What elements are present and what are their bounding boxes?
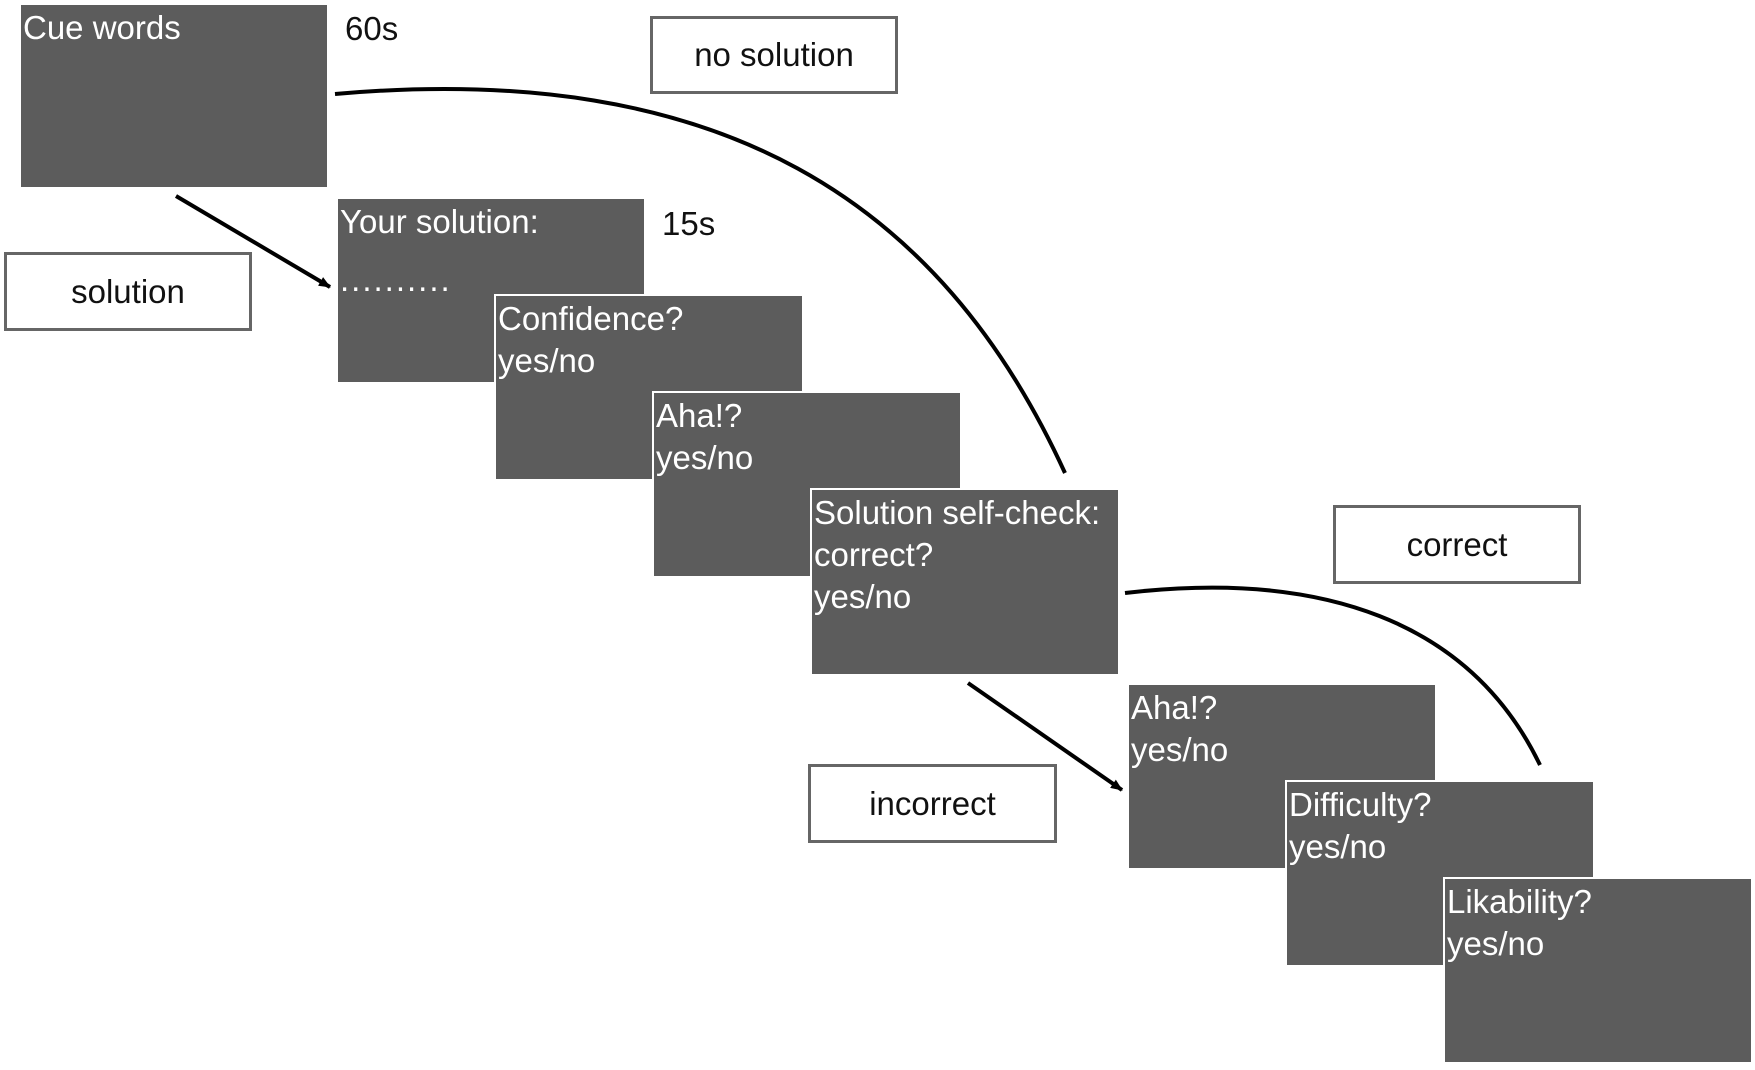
confidence-screen: Confidence? yes/no	[494, 294, 804, 481]
no-solution-label: no solution	[650, 16, 898, 94]
likability-answer: yes/no	[1447, 925, 1545, 962]
solution-entry-screen: Your solution: ..........	[336, 197, 646, 384]
aha-title-2: Aha!?	[1131, 689, 1218, 726]
solution-arrow	[174, 194, 332, 289]
cue-words-screen: Cue words	[19, 3, 329, 189]
self-check-screen: Solution self-check: correct? yes/no	[810, 488, 1120, 676]
solution-timing: 15s	[662, 205, 716, 242]
aha-answer-2: yes/no	[1131, 731, 1229, 768]
incorrect-arrow	[966, 681, 1124, 792]
likability-screen: Likability? yes/no	[1443, 877, 1753, 1064]
cue-words-text: Cue words	[23, 9, 181, 46]
difficulty-answer: yes/no	[1289, 828, 1387, 865]
solution-entry-dots: ..........	[340, 261, 452, 298]
self-check-line1: Solution self-check:	[814, 494, 1101, 531]
no-solution-curve	[334, 86, 1067, 474]
solution-label: solution	[4, 252, 252, 331]
difficulty-title: Difficulty?	[1289, 786, 1432, 823]
likability-title: Likability?	[1447, 883, 1592, 920]
correct-curve	[1124, 585, 1542, 766]
cue-timing: 60s	[345, 10, 399, 47]
aha-answer-1: yes/no	[656, 439, 754, 476]
self-check-line2: correct?	[814, 536, 934, 573]
aha-title-1: Aha!?	[656, 397, 743, 434]
incorrect-label: incorrect	[808, 764, 1057, 843]
confidence-title: Confidence?	[498, 300, 684, 337]
solution-entry-title: Your solution:	[340, 203, 539, 240]
self-check-answer: yes/no	[814, 578, 912, 615]
confidence-answer: yes/no	[498, 342, 596, 379]
correct-label: correct	[1333, 505, 1581, 584]
